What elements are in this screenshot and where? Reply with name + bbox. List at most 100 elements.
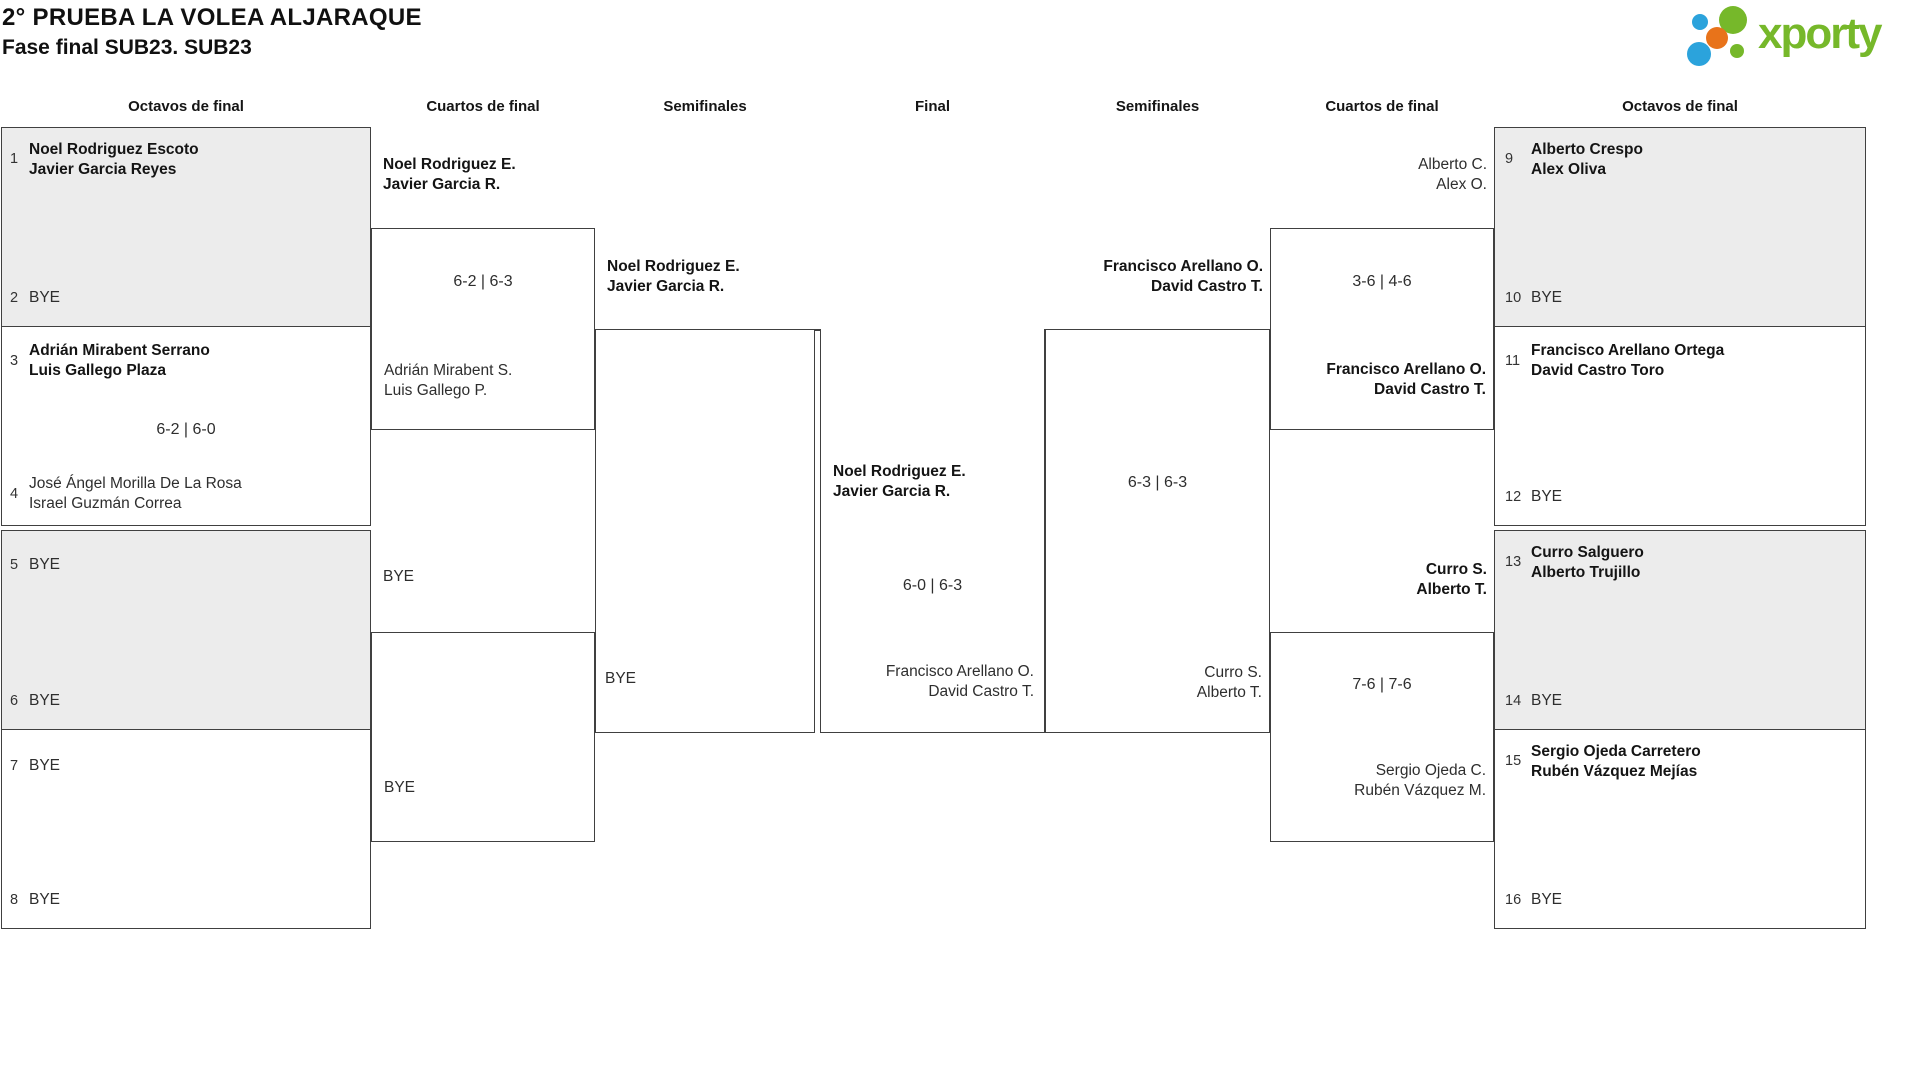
xporty-logo[interactable]: xporty xyxy=(1680,0,1915,75)
match-box-r16-2: 3 Adrián Mirabent Serrano Luis Gallego P… xyxy=(1,325,371,526)
team-name-line: BYE xyxy=(29,556,61,573)
logo-wordmark: xporty xyxy=(1758,9,1882,58)
team-name-line: Alex Oliva xyxy=(1531,161,1606,178)
team-bottom: Francisco Arellano O. David Castro T. xyxy=(1326,360,1486,400)
round-header-octavos-left: Octavos de final xyxy=(128,98,244,115)
match-score: 3-6 | 4-6 xyxy=(1352,273,1412,290)
qf-left-1-participant-top: Noel Rodriguez E. Javier Garcia R. xyxy=(383,155,516,195)
logo-dot-icon xyxy=(1692,14,1708,30)
match-score: 6-3 | 6-3 xyxy=(1127,474,1188,491)
seed-number: 4 xyxy=(10,485,19,502)
team-name-line: Noel Rodriguez E. xyxy=(383,156,516,173)
team-top: Noel Rodriguez Escoto Javier Garcia Reye… xyxy=(29,140,199,180)
team-bottom: BYE xyxy=(384,778,415,798)
round-header-semifinales-right: Semifinales xyxy=(1115,98,1200,115)
round-header-octavos-right: Octavos de final xyxy=(1622,98,1738,115)
round-header-cuartos-right: Cuartos de final xyxy=(1325,98,1439,115)
team-name-line: Javier Garcia R. xyxy=(383,176,501,193)
team-name-line: Sergio Ojeda Carretero xyxy=(1531,742,1701,760)
team-top: BYE xyxy=(29,555,60,575)
seed-number: 7 xyxy=(10,757,19,774)
match-box-qf-2: BYE xyxy=(371,632,595,842)
seed-number: 2 xyxy=(10,290,19,306)
match-score: 7-6 | 7-6 xyxy=(1352,676,1412,693)
match-box-r16-8: 15 Sergio Ojeda Carretero Rubén Vázquez … xyxy=(1494,728,1866,929)
round-header-cuartos-left: Cuartos de final xyxy=(426,98,540,115)
qf-right-2-participant-top: Curro S. Alberto T. xyxy=(1416,560,1487,600)
team-name-line: Alberto C. xyxy=(1418,156,1487,173)
team-name-line: Javier Garcia R. xyxy=(607,278,725,295)
team-name-line: Rubén Vázquez M. xyxy=(1354,782,1486,799)
match-box-qf-1: 6-2 | 6-3 Adrián Mirabent S. Luis Galleg… xyxy=(371,228,595,430)
seed-number: 11 xyxy=(1505,352,1521,369)
logo-dot-icon xyxy=(1687,42,1711,66)
logo-dot-icon xyxy=(1706,27,1728,49)
team-name-line: BYE xyxy=(1531,289,1563,306)
qf-right-1-participant-top: Alberto C. Alex O. xyxy=(1418,155,1487,195)
match-box-final: Noel Rodriguez E. Javier Garcia R. 6-0 |… xyxy=(820,329,1045,733)
match-box-r16-3: 5 BYE 6 BYE xyxy=(1,530,371,730)
team-name-line: Rubén Vázquez Mejías xyxy=(1531,762,1698,780)
seed-number: 6 xyxy=(10,693,19,709)
team-bottom: BYE xyxy=(1531,691,1562,711)
round-header-semifinales-left: Semifinales xyxy=(663,98,747,115)
page-subtitle: Fase final SUB23. SUB23 xyxy=(2,36,252,59)
team-name-line: Francisco Arellano O. xyxy=(1326,361,1486,378)
team-name-line: Israel Guzmán Correa xyxy=(29,494,182,512)
final-participant-bottom: Francisco Arellano O. David Castro T. xyxy=(886,662,1034,702)
team-name-line: Curro S. xyxy=(1204,664,1262,681)
team-top: Francisco Arellano Ortega David Castro T… xyxy=(1531,341,1724,381)
qf-left-2-participant-top: BYE xyxy=(383,567,414,587)
seed-number: 12 xyxy=(1505,488,1522,505)
team-bottom: BYE xyxy=(29,691,60,711)
team-bottom: BYE xyxy=(1531,288,1562,308)
team-name-line: BYE xyxy=(1531,487,1563,505)
team-name-line: BYE xyxy=(383,568,415,585)
seed-number: 9 xyxy=(1505,151,1514,167)
team-name-line: Alberto Crespo xyxy=(1531,141,1643,158)
team-bottom: BYE xyxy=(29,288,60,308)
team-bottom: BYE xyxy=(29,890,60,910)
seed-number: 14 xyxy=(1505,693,1522,709)
team-name-line: Sergio Ojeda C. xyxy=(1375,762,1486,779)
seed-number: 13 xyxy=(1505,554,1522,570)
team-name-line: Alberto Trujillo xyxy=(1531,564,1641,581)
match-box-r16-5: 9 Alberto Crespo Alex Oliva 10 BYE xyxy=(1494,127,1866,327)
seed-number: 5 xyxy=(10,557,19,573)
seed-number: 10 xyxy=(1505,290,1522,306)
team-name-line: Alberto T. xyxy=(1416,581,1487,598)
team-name-line: Javier Garcia Reyes xyxy=(29,161,177,178)
team-name-line: Noel Rodriguez E. xyxy=(833,463,966,480)
match-box-r16-7: 13 Curro Salguero Alberto Trujillo 14 BY… xyxy=(1494,530,1866,730)
match-box-r16-1: 1 Noel Rodriguez Escoto Javier Garcia Re… xyxy=(1,127,371,327)
team-name-line: Francisco Arellano O. xyxy=(885,663,1034,680)
match-box-r16-4: 7 BYE 8 BYE xyxy=(1,728,371,929)
team-top: Adrián Mirabent Serrano Luis Gallego Pla… xyxy=(29,341,210,381)
team-name-line: BYE xyxy=(605,670,637,687)
match-score: 6-2 | 6-3 xyxy=(453,273,513,290)
team-name-line: BYE xyxy=(29,890,61,908)
match-box-r16-6: 11 Francisco Arellano Ortega David Castr… xyxy=(1494,325,1866,526)
team-name-line: David Castro Toro xyxy=(1531,361,1665,379)
seed-number: 1 xyxy=(10,151,19,167)
team-bottom: Adrián Mirabent S. Luis Gallego P. xyxy=(384,361,512,401)
bracket-connector-line xyxy=(814,329,821,331)
team-bottom: Sergio Ojeda C. Rubén Vázquez M. xyxy=(1354,761,1486,801)
team-bottom: Curro S. Alberto T. xyxy=(1197,663,1262,703)
team-name-line: Alex O. xyxy=(1436,176,1487,193)
team-name-line: Noel Rodriguez Escoto xyxy=(29,141,199,158)
team-top: Sergio Ojeda Carretero Rubén Vázquez Mej… xyxy=(1531,742,1701,782)
team-bottom: BYE xyxy=(1531,487,1562,507)
seed-number: 15 xyxy=(1505,752,1522,769)
team-name-line: Francisco Arellano O. xyxy=(1103,258,1263,275)
team-name-line: Curro S. xyxy=(1425,561,1487,578)
team-name-line: Curro Salguero xyxy=(1531,544,1644,561)
team-top: Curro Salguero Alberto Trujillo xyxy=(1531,543,1644,583)
team-name-line: Adrián Mirabent Serrano xyxy=(29,341,210,359)
match-box-qf-4: 7-6 | 7-6 Sergio Ojeda C. Rubén Vázquez … xyxy=(1270,632,1494,842)
final-participant-top: Noel Rodriguez E. Javier Garcia R. xyxy=(833,462,966,502)
match-box-sf-left: BYE xyxy=(595,329,815,733)
team-name-line: Javier Garcia R. xyxy=(833,483,951,500)
sf-right-participant-top: Francisco Arellano O. David Castro T. xyxy=(1103,257,1263,297)
